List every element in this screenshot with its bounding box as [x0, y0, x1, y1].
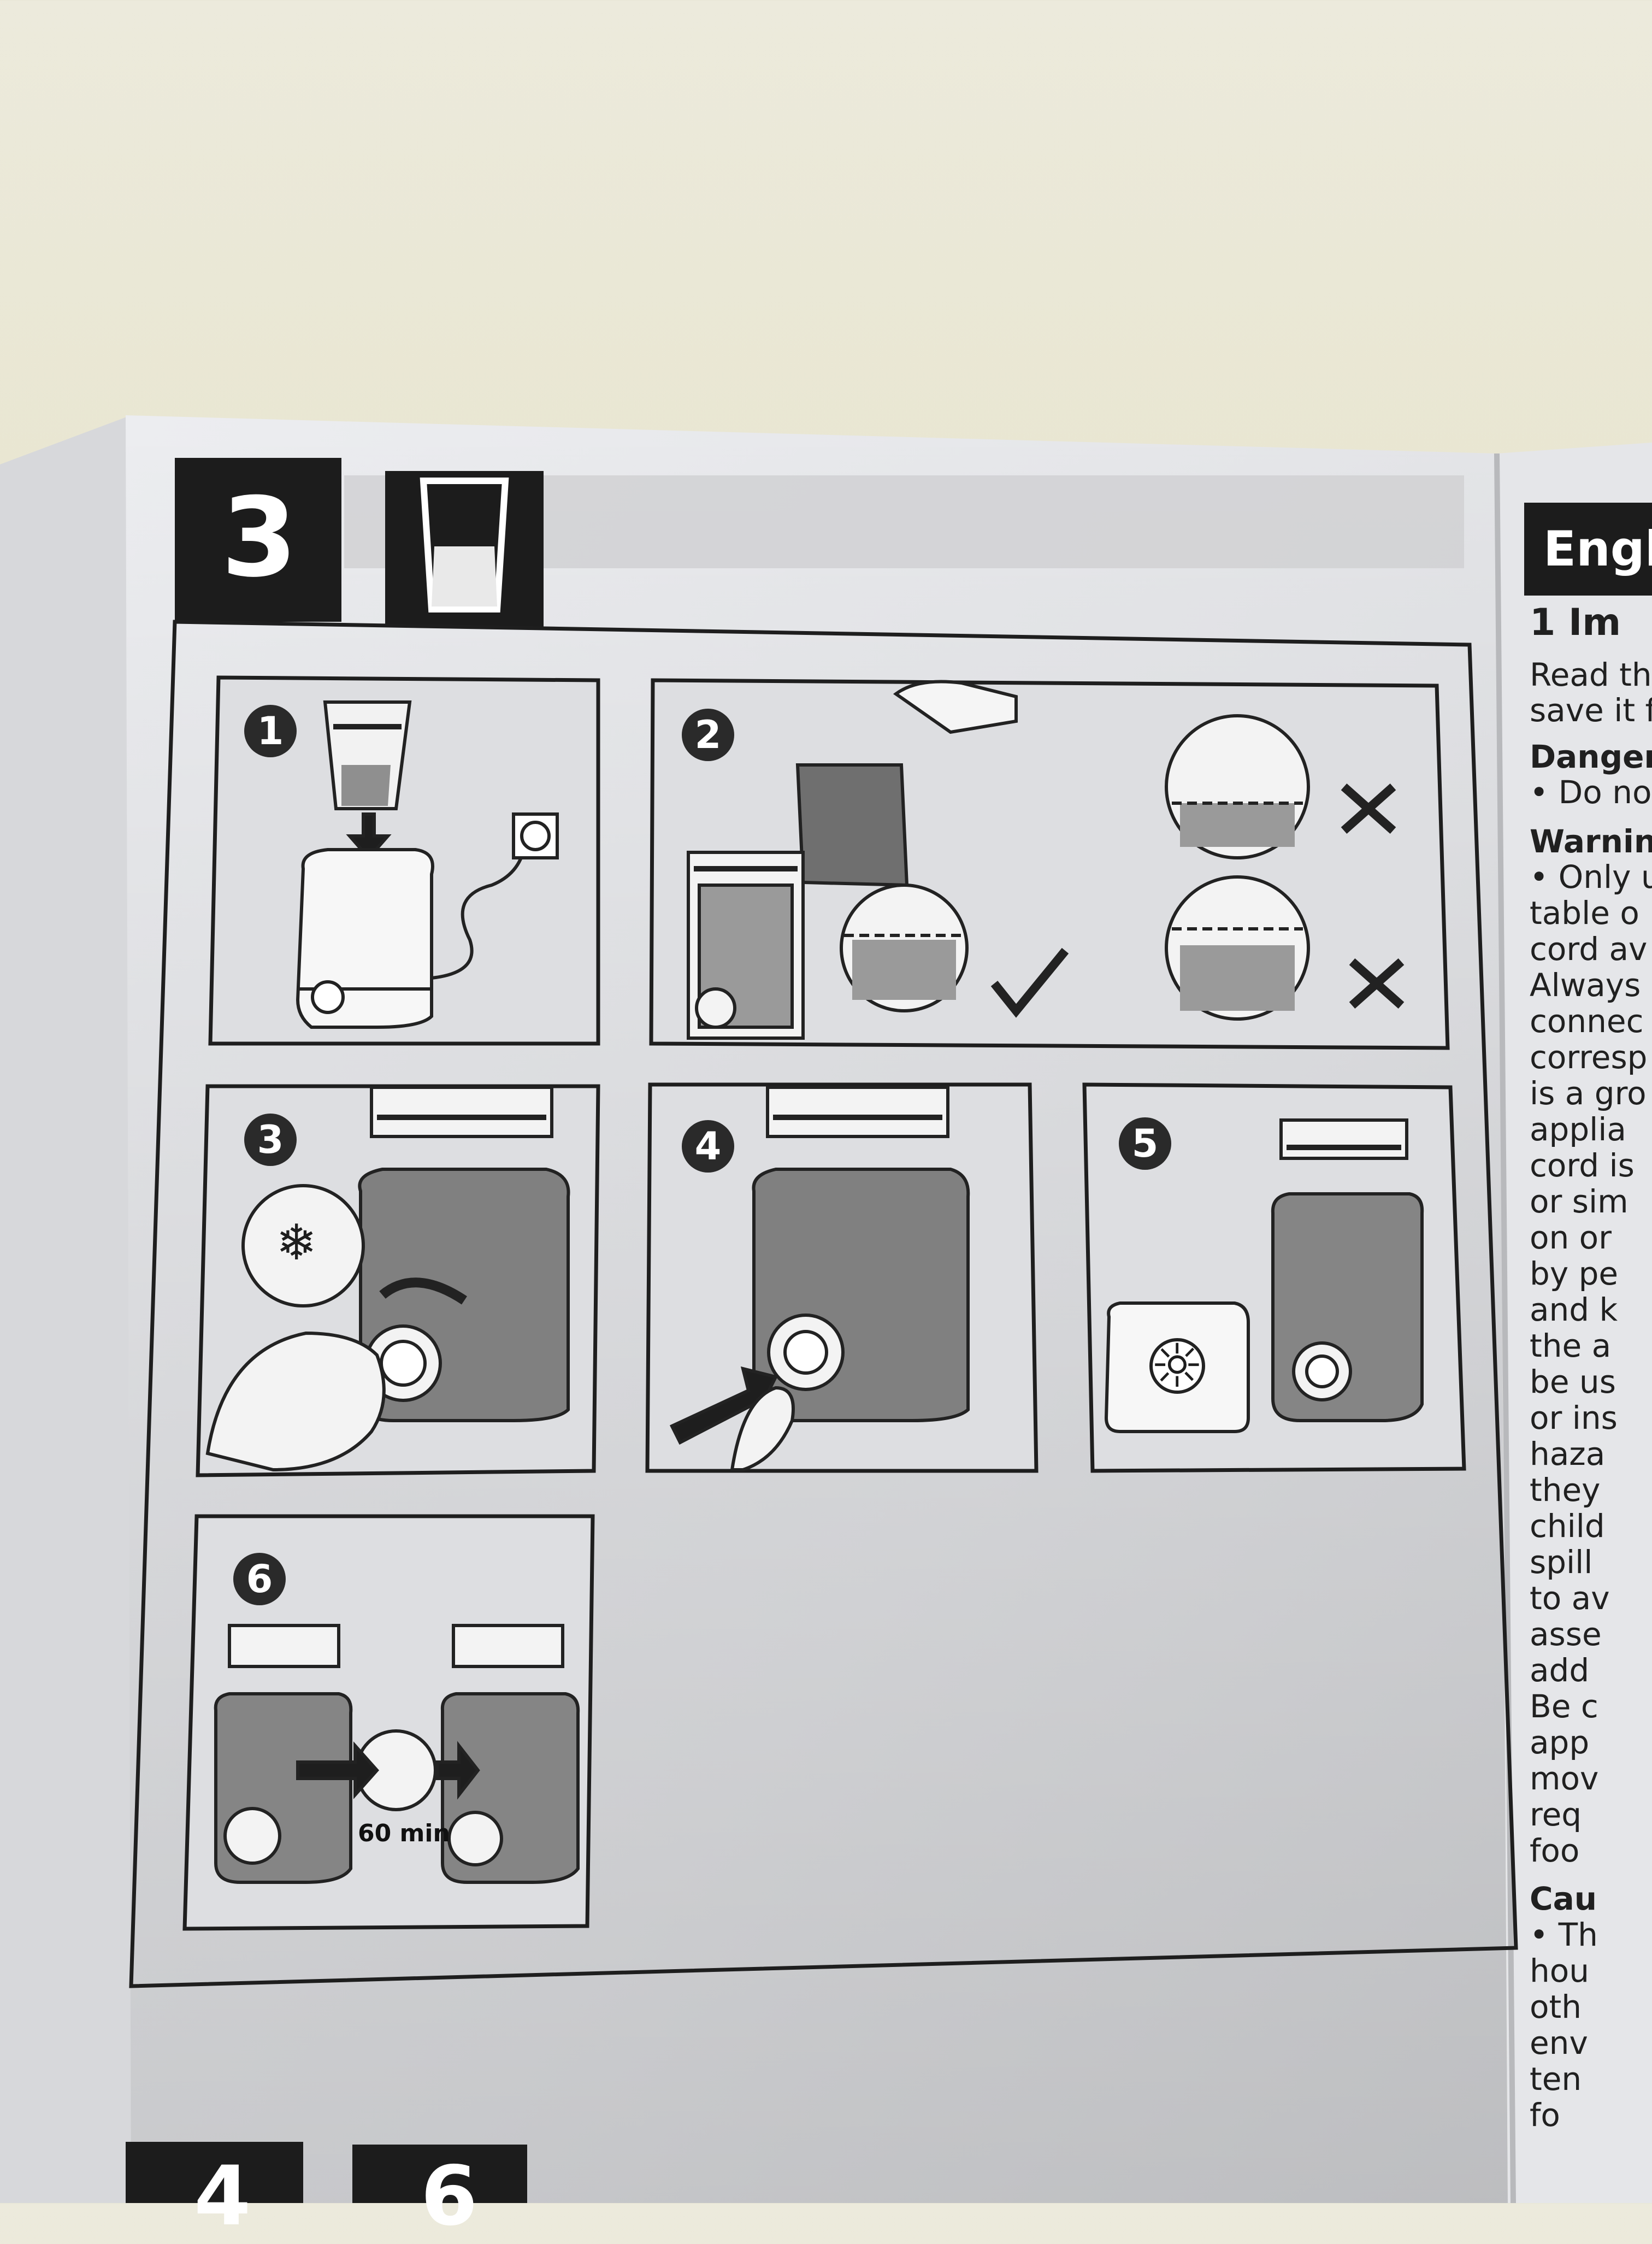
- step-number-1: 1: [244, 705, 297, 757]
- bottom-tab-4: 4: [194, 2149, 251, 2244]
- right-text-line: haza: [1530, 1435, 1606, 1473]
- right-page-header-bar: [1524, 503, 1652, 596]
- right-text-line: they: [1530, 1471, 1601, 1509]
- right-text-line: hou: [1530, 1952, 1590, 1989]
- right-text-line: spill: [1530, 1544, 1593, 1581]
- sun-icon: ☼: [1150, 1331, 1204, 1401]
- defrost-icon: ❄: [276, 1214, 317, 1271]
- right-text-line: cord av: [1530, 930, 1648, 968]
- right-text-line: table o: [1530, 894, 1639, 932]
- right-text-line: corresp: [1530, 1039, 1648, 1076]
- panel-3-illustration: [205, 1086, 570, 1472]
- step-number-4: 4: [682, 1120, 734, 1173]
- right-text-line: save it fo: [1530, 692, 1652, 729]
- right-text-line: by pe: [1530, 1255, 1619, 1292]
- right-text-line: Be c: [1530, 1688, 1598, 1725]
- right-text-line: add: [1530, 1652, 1590, 1689]
- right-text-line: req: [1530, 1796, 1582, 1833]
- panel-4-illustration: [669, 1086, 970, 1471]
- right-page: [1497, 443, 1652, 2203]
- step-number-3: 3: [244, 1114, 297, 1166]
- right-text-line: oth: [1530, 1988, 1582, 2025]
- section-number: 3: [221, 474, 298, 602]
- right-text-line: • Do no: [1530, 774, 1652, 811]
- right-text-line: on or: [1530, 1219, 1612, 1256]
- right-text-line: Read thi: [1530, 656, 1652, 693]
- right-text-line: • Th: [1530, 1916, 1598, 1953]
- bottom-tab-6-box: [352, 2145, 527, 2203]
- right-text-line: asse: [1530, 1616, 1602, 1653]
- right-text-line: mov: [1530, 1760, 1599, 1797]
- right-text-line: • Only u: [1530, 858, 1652, 896]
- right-text-line: env: [1530, 2024, 1588, 2062]
- panel-5-illustration: [1104, 1118, 1424, 1433]
- timer-duration-label: 60 min: [358, 1819, 450, 1847]
- right-page-heading: Engl: [1543, 521, 1652, 577]
- right-text-line: and k: [1530, 1291, 1618, 1328]
- panel-6-illustration: [214, 1624, 580, 1884]
- right-text-line: fo: [1530, 2096, 1560, 2134]
- step-number-5: 5: [1119, 1117, 1171, 1170]
- right-text-line: Always: [1530, 967, 1641, 1004]
- bottom-tab-6: 6: [421, 2149, 478, 2244]
- right-text-line: connec: [1530, 1003, 1644, 1040]
- right-text-line: child: [1530, 1507, 1605, 1545]
- right-text-line: be us: [1530, 1363, 1616, 1400]
- right-text-line: cord is: [1530, 1147, 1635, 1184]
- right-text-line: ten: [1530, 2060, 1582, 2098]
- under-page-left: [0, 415, 142, 2203]
- right-text-line: or ins: [1530, 1399, 1618, 1436]
- right-text-line: or sim: [1530, 1183, 1629, 1220]
- right-text-line: the a: [1530, 1327, 1612, 1364]
- right-text-line: to av: [1530, 1580, 1610, 1617]
- right-text-line: foo: [1530, 1832, 1580, 1869]
- right-text-line: app: [1530, 1724, 1590, 1761]
- section-number-box: [175, 458, 341, 622]
- right-text-heading-danger: Danger: [1530, 738, 1652, 775]
- right-text-line: is a gro: [1530, 1075, 1647, 1112]
- step-number-2: 2: [682, 709, 734, 761]
- panel-1-illustration: [296, 700, 559, 1029]
- right-text-heading-warning: Warnin: [1530, 823, 1652, 860]
- outer-frame: [129, 620, 1518, 1988]
- bottom-tab-4-box: [126, 2142, 303, 2203]
- step-number-6: 6: [233, 1553, 286, 1605]
- panel-2-illustration: [687, 680, 1405, 1040]
- right-page-section-title: 1 Im: [1530, 601, 1621, 644]
- right-text-heading-caution: Cau: [1530, 1880, 1597, 1917]
- right-text-line: applia: [1530, 1111, 1626, 1148]
